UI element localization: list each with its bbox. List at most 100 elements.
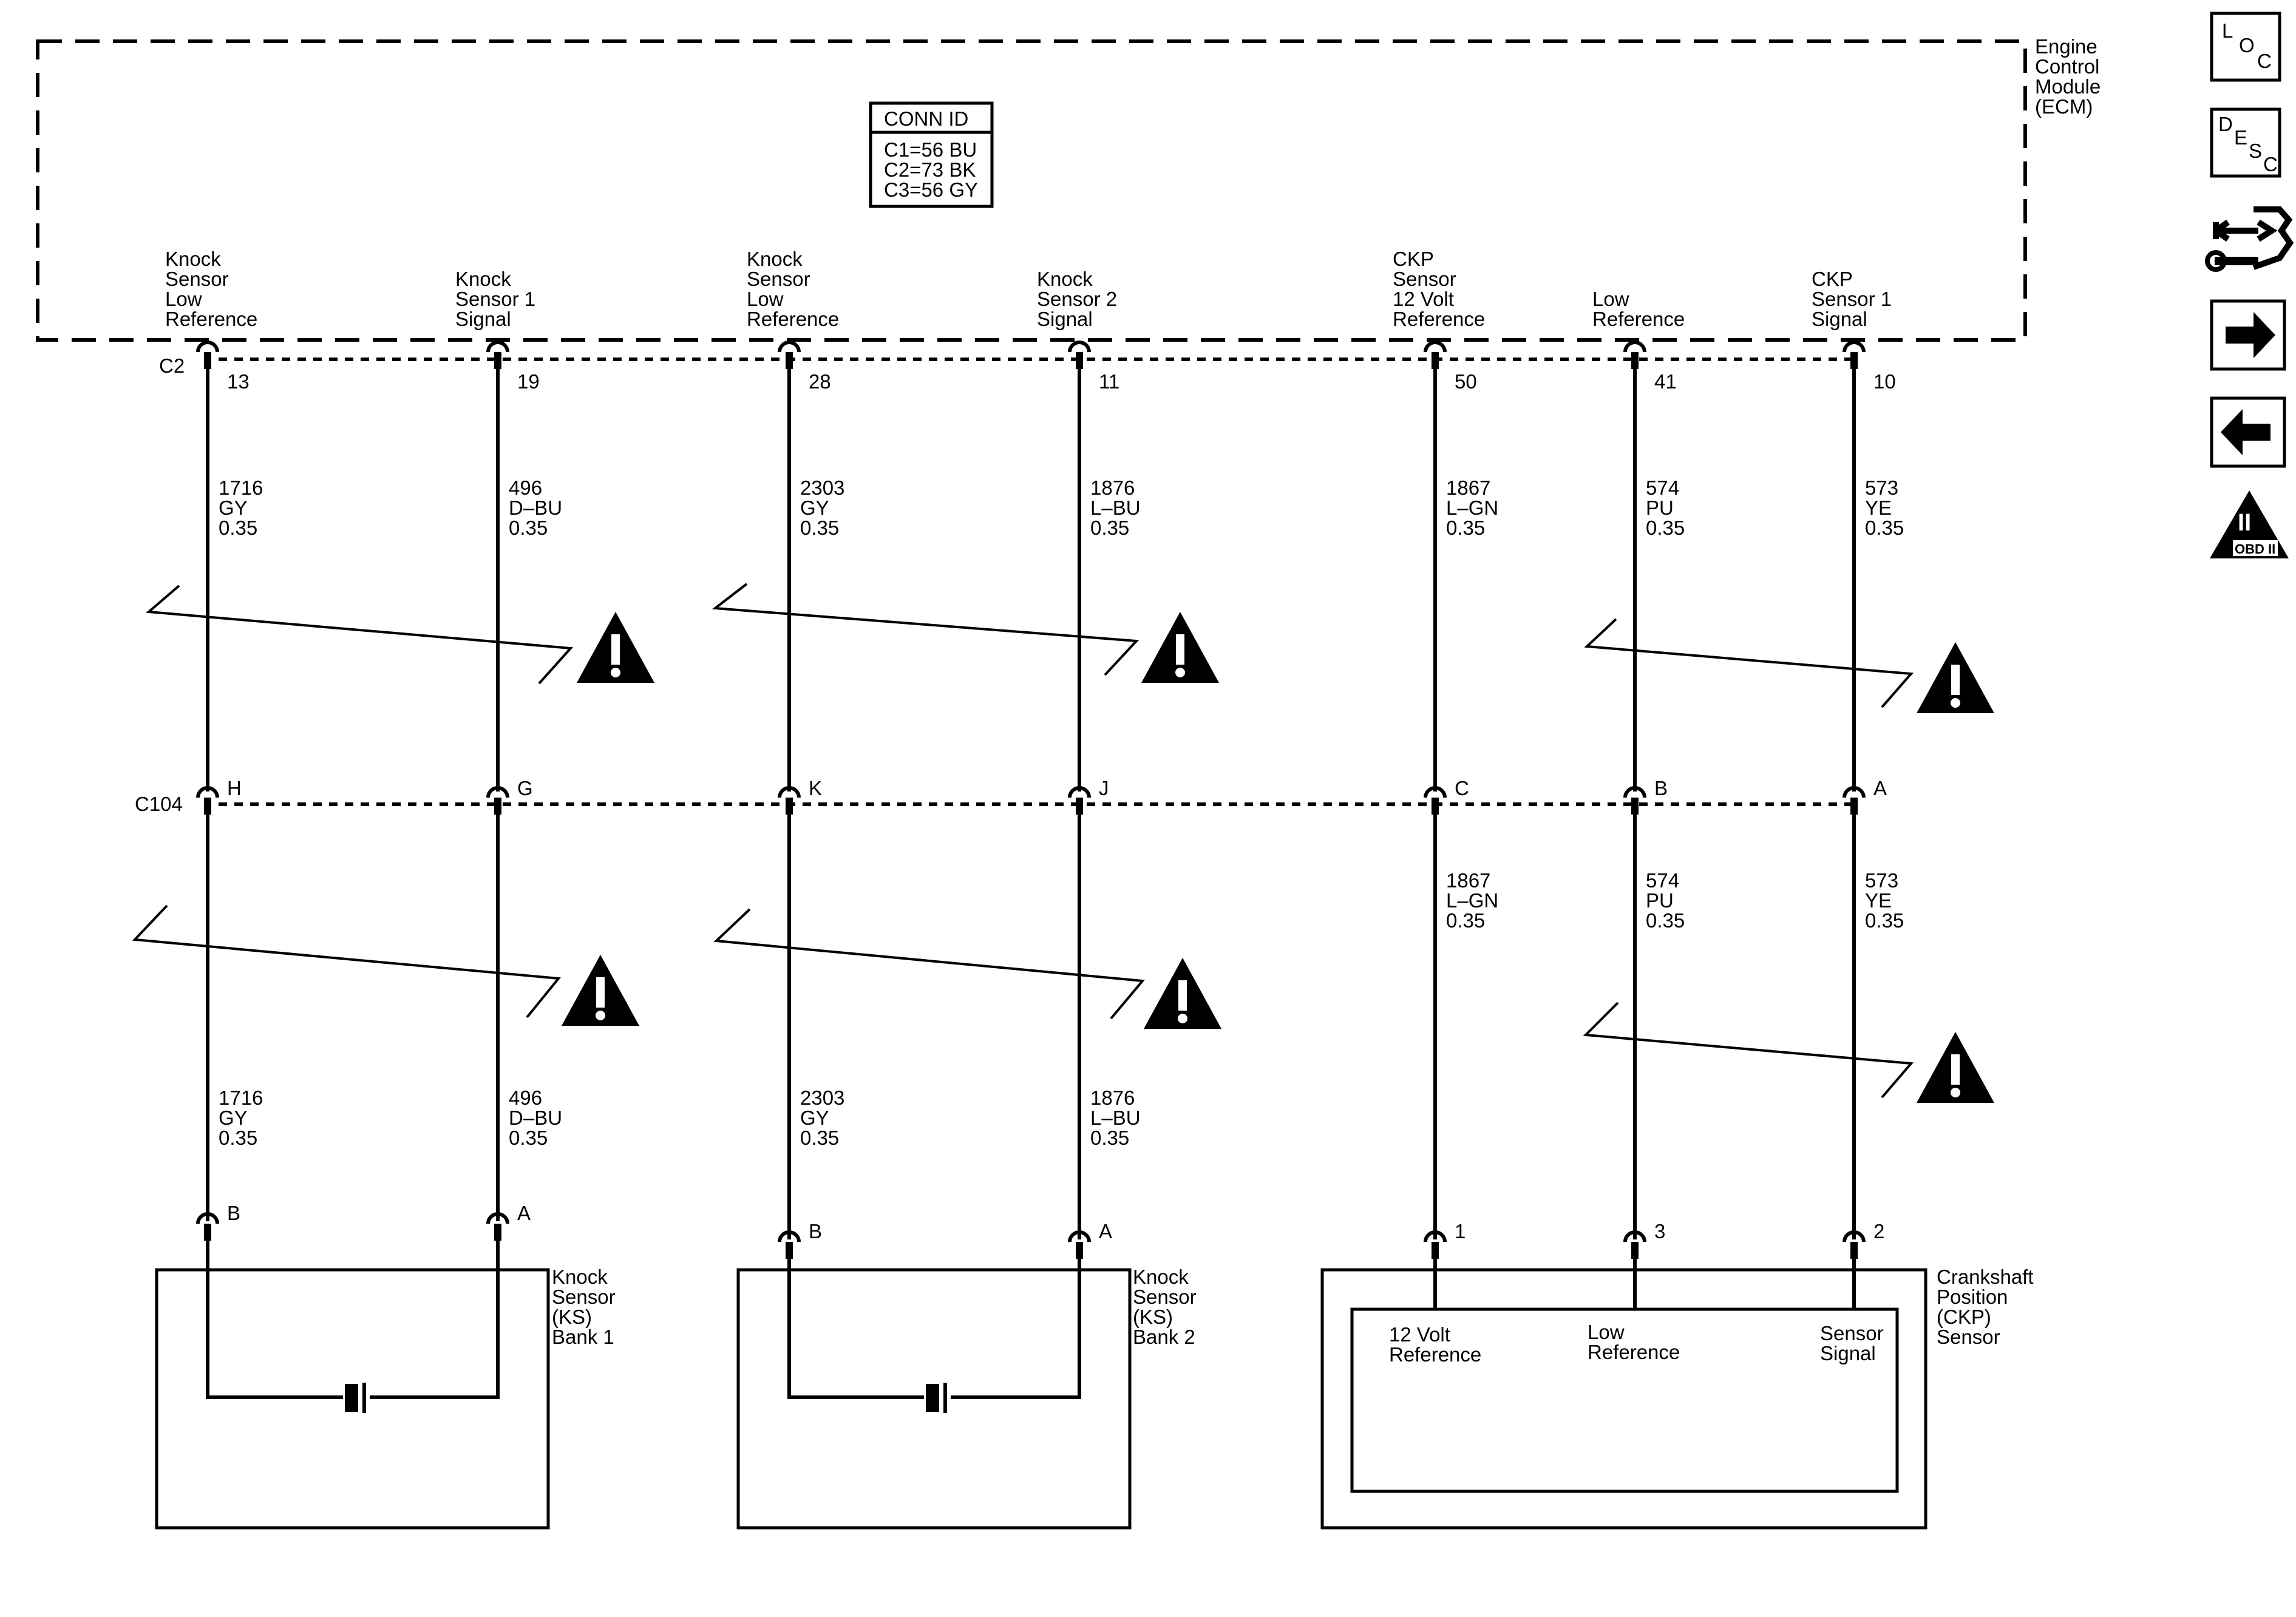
inline-pin-letter: G [517,777,533,799]
svg-text:L: L [2222,19,2233,42]
ecm-pin-number: 11 [1099,370,1119,393]
caution-icon [562,955,639,1026]
caution-icon [577,612,654,683]
caution-icon [1141,612,1219,683]
knock-sensor-bank-1: Knock Sensor (KS) Bank 1 [155,1232,621,1530]
component-pin: A [517,1202,531,1224]
inline-pin-letter: J [1099,777,1109,799]
loc-icon[interactable]: L O C [2210,12,2281,82]
component-pin: 2 [1873,1220,1884,1242]
conn-id-box: CONN ID C1=56 BU C2=73 BK C3=56 GY [869,101,994,208]
obd-ii-icon[interactable]: II OBD II [2210,490,2289,558]
inline-terminal-pin [1631,798,1639,815]
component-pin: 1 [1455,1220,1466,1242]
svg-text:O: O [2239,34,2255,56]
inline-terminal-pin [494,798,501,815]
caution-icon [1917,642,1994,713]
ecm-terminal-pin [1850,352,1858,369]
svg-text:S: S [2249,140,2262,162]
ks1-label: Knock Sensor (KS) Bank 1 [552,1266,621,1348]
esd-caution-icon [1144,958,1221,1029]
inline-connector-id: C104 [135,793,183,815]
ecm-boundary [36,39,2027,342]
ecm-terminal [1623,341,1646,353]
ecm-terminal [778,341,801,353]
knock-sensor-bank-2: Knock Sensor (KS) Bank 2 [736,1250,1202,1530]
inline-terminal [1424,786,1447,798]
ecm-terminal-pin [786,352,793,369]
ckp-terminal-label: Sensor Signal [1820,1322,1889,1364]
connector-tool-icon[interactable] [2205,206,2294,272]
ecm-terminal-pin [1631,352,1639,369]
component-terminal [1623,1230,1646,1242]
desc-icon[interactable]: D E S C [2210,107,2281,178]
ecm-pin-number: 13 [227,370,250,393]
inline-terminal [1843,786,1866,798]
module-name: Engine Control Module (ECM) [2035,35,2106,118]
component-terminal [778,1230,801,1242]
inline-terminal-pin [1432,798,1439,815]
twisted-pair-markers [132,583,1914,1099]
inline-terminal [1623,786,1646,798]
inline-terminal [778,786,801,798]
ckp-label: Crankshaft Position (CKP) Sensor [1937,1266,2039,1348]
conn-id-line: C1=56 BU [884,138,977,161]
warning-icons [562,612,1994,1103]
ckp-terminal-label: 12 Volt Reference [1389,1323,1481,1366]
ks2-label: Knock Sensor (KS) Bank 2 [1133,1266,1202,1348]
conn-id-line: C3=56 GY [884,178,978,201]
ecm-pin-number: 41 [1654,370,1677,393]
ecm-pin-number: 28 [809,370,831,393]
svg-text:II: II [2238,509,2251,536]
component-terminal [1068,1230,1091,1242]
svg-text:C: C [2263,153,2278,175]
ecm-terminal [486,341,509,353]
component-pin: A [1099,1220,1112,1242]
ecm-terminal [1843,341,1866,353]
ecm-terminal-pin [1076,352,1083,369]
ecm-pin-number: 19 [517,370,540,393]
ecm-terminal [196,341,219,353]
prev-arrow-icon[interactable] [2210,396,2286,468]
component-pin: 3 [1654,1220,1665,1242]
inline-pin-letter: H [227,777,242,799]
caution-icon [1917,1032,1994,1103]
conn-id-line: C2=73 BK [884,158,976,181]
component-pin: B [227,1202,240,1224]
next-arrow-icon[interactable] [2210,299,2286,371]
ecm-terminal-pin [204,352,211,369]
svg-text:E: E [2234,126,2247,149]
inline-pin-letter: C [1455,777,1469,799]
component-terminal [1424,1230,1447,1242]
ecm-pin-number: 50 [1455,370,1477,393]
ckp-sensor: 12 Volt Reference Low Reference Sensor S… [1320,1250,2039,1530]
component-pin: B [809,1220,822,1242]
component-terminal [196,1212,219,1224]
ecm-terminal [1424,341,1447,353]
inline-terminal-pin [1850,798,1858,815]
inline-terminal-pin [786,798,793,815]
inline-terminal-pin [204,798,211,815]
ecm-terminal-pin [1432,352,1439,369]
ecm-pin-number: 10 [1873,370,1896,393]
inline-terminal-pin [1076,798,1083,815]
inline-terminal [196,786,219,798]
